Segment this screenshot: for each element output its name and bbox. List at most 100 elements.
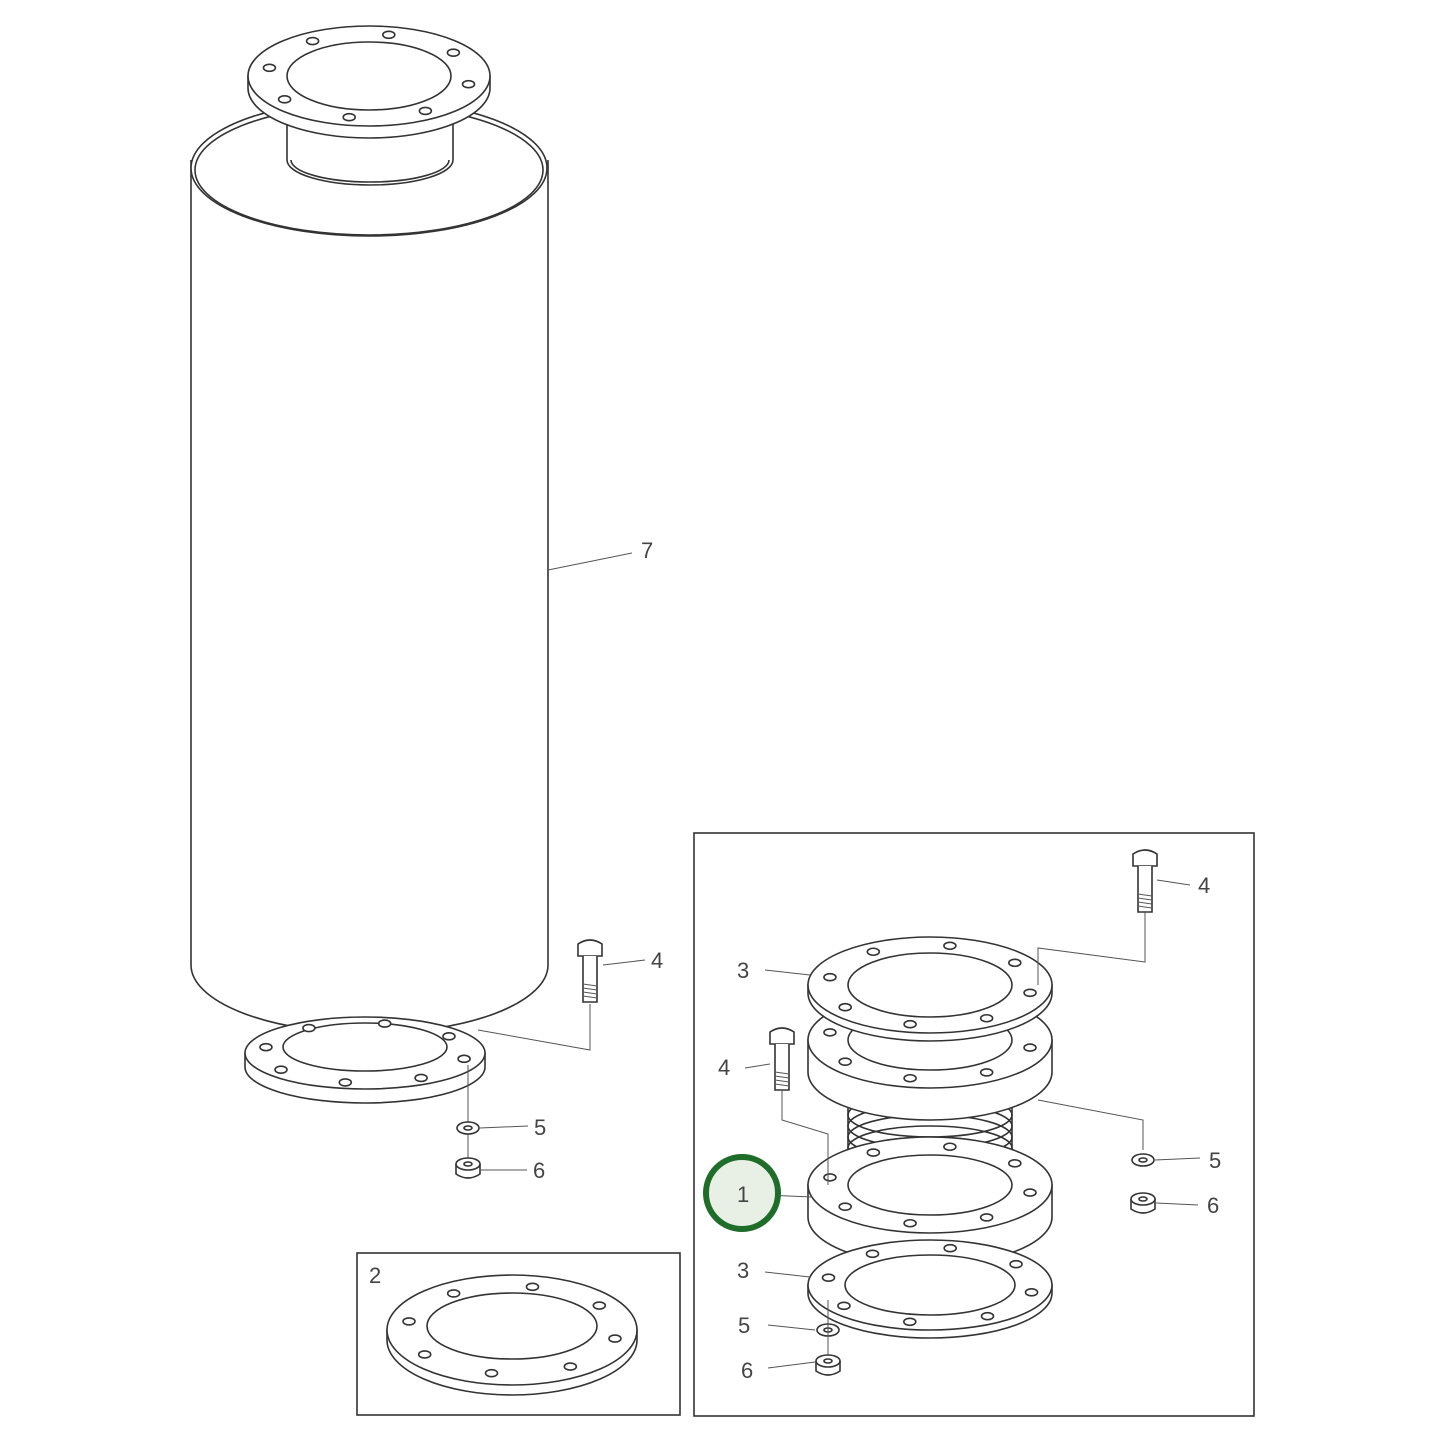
- bolt-hole: [377, 1019, 392, 1028]
- bolt-hole: [865, 1249, 880, 1259]
- bolt-hole: [402, 1317, 416, 1326]
- bolt-hole: [417, 1350, 432, 1359]
- callout-4-bolt[interactable]: 4: [651, 948, 663, 973]
- leader-4: [602, 959, 646, 966]
- callout-1-expansion-joint[interactable]: 1: [737, 1182, 749, 1207]
- leader-bolt-left-path: [781, 1090, 829, 1185]
- leader-4-top: [1156, 879, 1191, 886]
- bottom-flange: [244, 1016, 486, 1104]
- washer-hole: [1138, 1157, 1148, 1163]
- bolt-shank: [774, 1044, 790, 1091]
- gasket-part-2: [386, 1274, 638, 1396]
- leader-6-right: [1155, 1202, 1199, 1206]
- inset-box-gasket: [356, 1252, 681, 1416]
- bolt-hole: [342, 112, 356, 122]
- bolt-hole: [608, 1334, 622, 1343]
- top-flange: [247, 25, 491, 139]
- bolt-hole: [903, 1218, 917, 1228]
- bolt-hole: [838, 1057, 852, 1066]
- leader-5-bottom: [767, 1324, 816, 1331]
- bolt-thread: [774, 1079, 790, 1083]
- bolt-inset-left: [769, 1027, 795, 1091]
- bolt-hole: [1024, 1288, 1039, 1297]
- washer-inset-right: [1131, 1153, 1155, 1167]
- bolt-thread: [1137, 893, 1153, 897]
- leader-5: [479, 1125, 529, 1129]
- bolt-hole: [866, 947, 881, 957]
- highlight-circle-part-1[interactable]: [703, 1154, 781, 1232]
- inset-box-expansion-joint: [693, 832, 1255, 1417]
- bolt-hole: [1008, 958, 1022, 968]
- bolt-shank: [582, 956, 598, 1003]
- pipe-body: [190, 160, 549, 1034]
- bolt-thread: [774, 1071, 790, 1075]
- bolt-hole: [525, 1282, 540, 1292]
- washer-main: [456, 1121, 480, 1135]
- bolt-hole: [1023, 988, 1037, 998]
- bolt-thread: [774, 1083, 790, 1087]
- bolt-hole: [837, 1301, 851, 1311]
- bolt-head: [577, 939, 603, 957]
- bolt-hole: [382, 30, 396, 40]
- bolt-thread: [774, 1075, 790, 1079]
- leader-6-bottom: [767, 1361, 816, 1369]
- bolt-hole: [259, 1042, 273, 1052]
- callout-7-pipe[interactable]: 7: [641, 538, 653, 563]
- bolt-thread: [1137, 901, 1153, 905]
- bolt-hole: [302, 1023, 316, 1033]
- bolt-inset-top: [1132, 849, 1158, 913]
- bolt-hole: [305, 36, 320, 46]
- bolt-head: [1132, 849, 1158, 867]
- leader-fastener-right: [1037, 1099, 1144, 1150]
- bolt-hole: [838, 1202, 852, 1211]
- callout-5-washer-right[interactable]: 5: [1209, 1148, 1221, 1173]
- gasket-top-part-3: [807, 936, 1053, 1042]
- bolt-hole: [821, 1273, 836, 1282]
- bolt-hole: [866, 1148, 881, 1157]
- nut-inset-right: [1130, 1192, 1156, 1214]
- bolt-thread: [582, 987, 598, 991]
- bolt-hole: [414, 1073, 428, 1083]
- callout-5-washer-bottom[interactable]: 5: [738, 1313, 750, 1338]
- bolt-hole: [446, 48, 461, 57]
- callout-6-nut-bottom[interactable]: 6: [741, 1358, 753, 1383]
- callout-6-nut-right[interactable]: 6: [1207, 1193, 1219, 1218]
- bolt-hole: [838, 1002, 852, 1012]
- callout-2-gasket[interactable]: 2: [369, 1263, 381, 1288]
- bolt-hole: [1009, 1259, 1023, 1269]
- bolt-hole: [262, 63, 277, 73]
- bolt-hole: [903, 1019, 917, 1029]
- leader-4-left: [744, 1063, 771, 1069]
- bolt-thread: [582, 991, 598, 995]
- silencer-pipe: [190, 99, 549, 1034]
- bolt-hole: [823, 972, 837, 982]
- callout-4-bolt-left[interactable]: 4: [718, 1055, 730, 1080]
- bolt-head: [769, 1027, 795, 1045]
- pipe-neck-weld: [290, 159, 450, 183]
- leader-7: [547, 552, 633, 571]
- callout-3-gasket-top[interactable]: 3: [737, 958, 749, 983]
- leader-3-bottom: [764, 1271, 811, 1278]
- bolt-thread: [1137, 905, 1153, 909]
- callout-4-bolt-top[interactable]: 4: [1198, 873, 1210, 898]
- bolt-hole: [1023, 1043, 1037, 1052]
- callout-6-nut[interactable]: 6: [533, 1158, 545, 1183]
- bolt-hole: [979, 1013, 994, 1023]
- bolt-hole: [943, 941, 957, 951]
- callout-5-washer[interactable]: 5: [534, 1115, 546, 1140]
- flange-bore: [426, 1292, 598, 1360]
- leader-5-right: [1154, 1157, 1201, 1161]
- bolt-hole: [274, 1065, 288, 1074]
- bolt-hole: [338, 1078, 353, 1087]
- nut-hole: [1138, 1196, 1148, 1202]
- washer-hole: [463, 1125, 473, 1131]
- flange-bore: [844, 1254, 1016, 1316]
- flange-bore: [847, 952, 1013, 1018]
- nut-main: [455, 1157, 481, 1179]
- callout-3-gasket-bottom[interactable]: 3: [737, 1258, 749, 1283]
- joint-flange-lower: [807, 1136, 1053, 1266]
- bolt-hole: [980, 1311, 995, 1321]
- bolt-hole: [943, 1243, 957, 1253]
- bolt-main: [577, 939, 603, 1003]
